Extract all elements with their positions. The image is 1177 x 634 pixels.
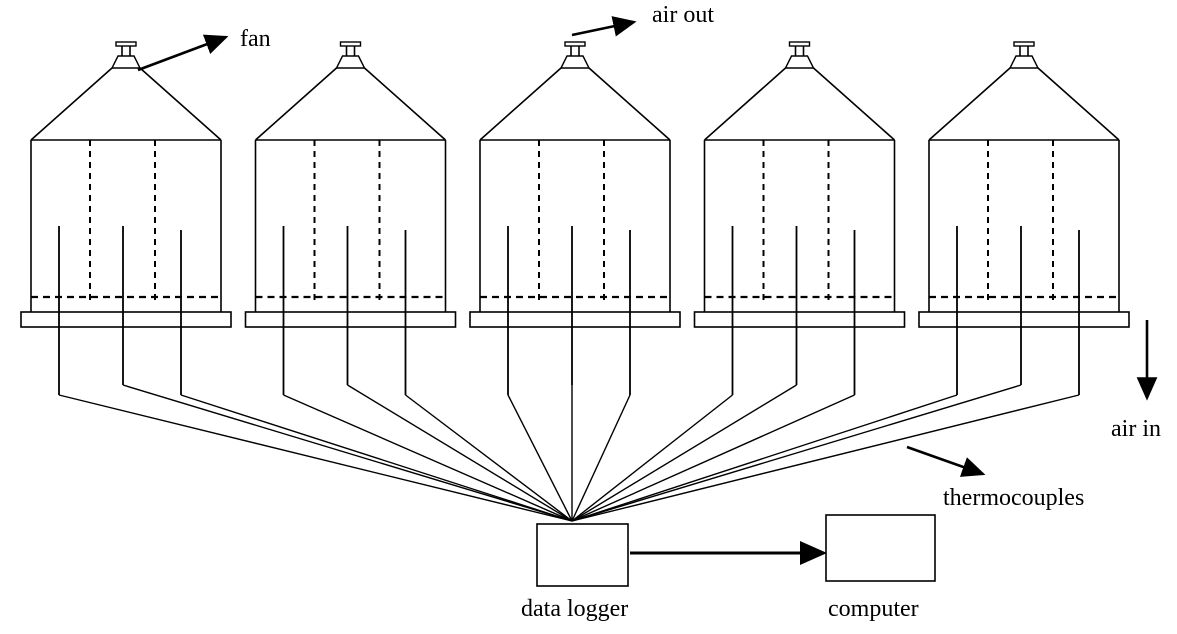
thermocouple-wire bbox=[571, 394, 1080, 522]
fan-arrow bbox=[137, 34, 229, 72]
fan-icon bbox=[115, 41, 137, 47]
computer-box bbox=[825, 514, 936, 582]
fan-housing bbox=[559, 55, 591, 69]
thermocouple-wire bbox=[571, 384, 797, 522]
fan-housing bbox=[335, 55, 366, 69]
fan-housing bbox=[110, 55, 142, 69]
thermocouple-wires bbox=[58, 226, 1080, 522]
air-in-label: air in bbox=[1111, 416, 1161, 442]
fan-icon bbox=[1013, 41, 1035, 47]
thermocouple-wire bbox=[571, 394, 958, 522]
bin-roof bbox=[254, 67, 447, 141]
fan-icon bbox=[788, 41, 811, 47]
thermocouple-wire bbox=[405, 394, 573, 522]
fan-housing bbox=[1008, 55, 1040, 69]
fan-icon bbox=[339, 41, 362, 47]
fan-housing bbox=[784, 55, 815, 69]
thermocouples-arrow bbox=[906, 445, 986, 477]
bin-base-plate bbox=[20, 311, 232, 328]
air-out-arrow bbox=[571, 16, 637, 37]
bin-roof bbox=[479, 67, 671, 141]
thermocouple-wire bbox=[180, 394, 573, 522]
air-out-label: air out bbox=[652, 2, 714, 28]
fan-label: fan bbox=[240, 26, 271, 52]
fan-icon bbox=[564, 41, 586, 47]
computer-label: computer bbox=[828, 596, 919, 622]
thermocouple-wire bbox=[571, 394, 631, 522]
bin-base-plate bbox=[244, 311, 457, 328]
thermocouples-label: thermocouples bbox=[943, 485, 1084, 511]
thermocouple-wire bbox=[571, 384, 1022, 522]
bin-roof bbox=[928, 67, 1120, 141]
bin-roof bbox=[30, 67, 222, 141]
bin-base-plate bbox=[469, 311, 681, 328]
bin-base-plate bbox=[918, 311, 1130, 328]
grain-bin bbox=[20, 41, 232, 328]
thermocouple-wire bbox=[122, 384, 573, 522]
grain-bin bbox=[918, 41, 1130, 328]
grain-bin bbox=[693, 41, 906, 328]
thermocouple-wire bbox=[58, 394, 573, 522]
grain-bin bbox=[244, 41, 457, 328]
data-logger-box bbox=[536, 523, 629, 587]
bin-roof bbox=[703, 67, 896, 141]
thermocouple-wire bbox=[571, 394, 733, 522]
grain-bin bbox=[469, 41, 681, 328]
thermocouple-wire bbox=[347, 384, 573, 522]
bin-base-plate bbox=[693, 311, 906, 328]
thermocouple-wire bbox=[571, 394, 855, 522]
data-logger-label: data logger bbox=[521, 596, 628, 622]
thermocouple-wire bbox=[507, 394, 573, 522]
grain-bins bbox=[20, 41, 1130, 328]
thermocouple-wire bbox=[283, 394, 573, 522]
